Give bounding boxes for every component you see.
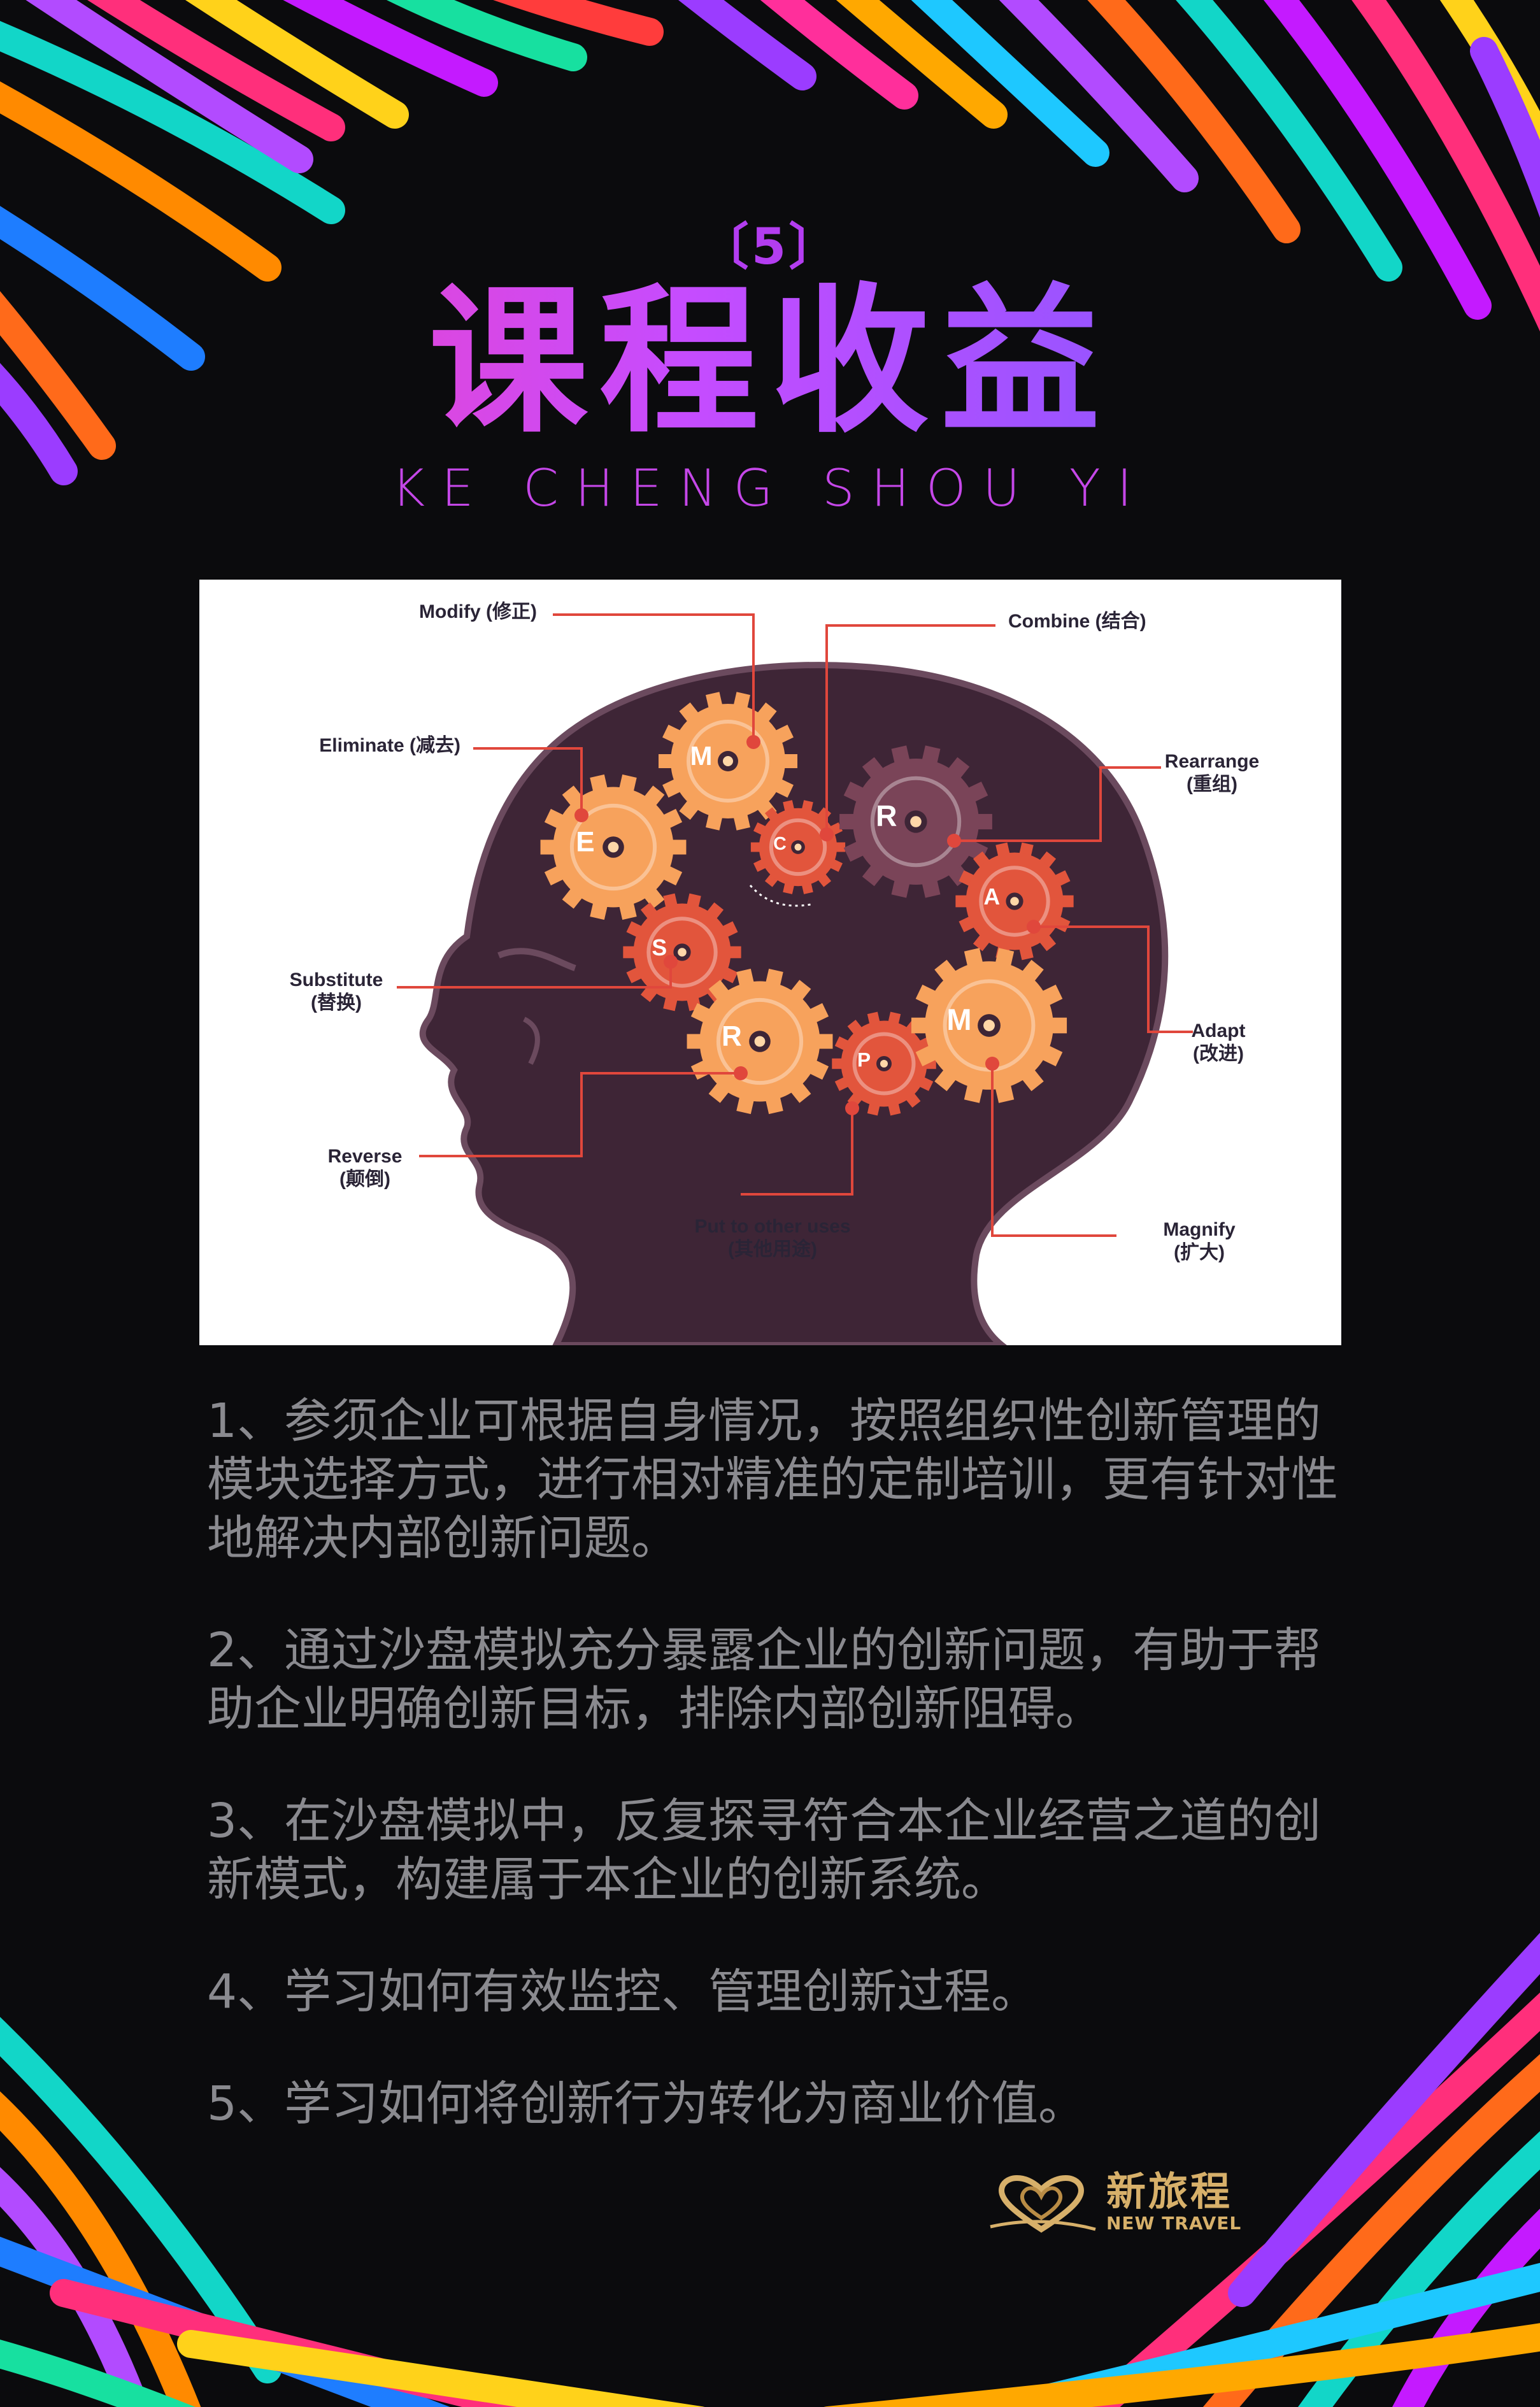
gear-letter: M [690, 741, 713, 771]
gear-letter: C [773, 834, 787, 854]
leader-line [553, 613, 755, 742]
gear-reverse: R [687, 968, 833, 1115]
gear-letter: P [857, 1048, 871, 1071]
gear-label: Reverse(颠倒) [328, 1146, 403, 1190]
leader-line [954, 766, 1161, 842]
page-subtitle-pinyin: KE CHENG SHOU YI [391, 459, 1149, 518]
gear-letter: A [983, 884, 1000, 910]
brand-logo: 新旅程 NEW TRAVEL [984, 2171, 1251, 2234]
gear-letter: E [576, 826, 594, 857]
leader-line [419, 1072, 741, 1157]
gear-modify: M [659, 692, 797, 831]
gear-letter: R [876, 799, 897, 832]
page-title: 课程收益 [0, 274, 1540, 449]
leader-line [397, 962, 672, 989]
gear-label: Substitute(替换) [290, 969, 383, 1013]
benefits-list: 1、参须企业可根据自身情况，按照组织性创新管理的模块选择方式，进行相对精准的定制… [207, 1392, 1341, 2187]
benefit-item-5: 5、学习如何将创新行为转化为商业价值。 [207, 2076, 1086, 2131]
gear-label: Magnify(扩大) [1163, 1219, 1236, 1263]
leader-line [741, 1108, 853, 1196]
gear-label: Adapt(改进) [1192, 1020, 1246, 1064]
gear-eliminate: E [540, 774, 687, 920]
logo-name-en: NEW TRAVEL [1106, 2213, 1242, 2234]
gear-magnify: M [911, 948, 1067, 1103]
gear-label: Modify (修正) [419, 601, 537, 622]
section-number-badge: 〔5〕 [699, 218, 841, 276]
scamper-head-diagram: M E C R A S R P M Modify (修正) Eliminate (减去) Combi… [199, 580, 1341, 1345]
gear-label: Eliminate (减去) [319, 735, 460, 756]
heart-swirl-logo-icon [990, 2175, 1096, 2233]
gear-combine: C [750, 800, 846, 894]
leader-line [825, 624, 995, 834]
leader-line [473, 747, 583, 815]
gear-letter: M [946, 1003, 971, 1036]
benefit-item-3: 3、在沙盘模拟中，反复探寻符合本企业经营之道的创新模式，构建属于本企业的创新系统… [207, 1794, 1322, 1907]
gear-label: Combine (结合) [1008, 610, 1146, 632]
gear-substitute: S [623, 893, 741, 1011]
leader-line [1034, 925, 1193, 1033]
gear-adapt: A [955, 842, 1074, 961]
gear-label: Put to other uses(其他用途) [694, 1216, 850, 1260]
benefit-item-1: 1、参须企业可根据自身情况，按照组织性创新管理的模块选择方式，进行相对精准的定制… [207, 1394, 1338, 1566]
gear-label: Rearrange(重组) [1165, 751, 1259, 795]
benefit-item-4: 4、学习如何有效监控、管理创新过程。 [207, 1964, 1039, 2019]
benefit-item-2: 2、通过沙盘模拟充分暴露企业的创新问题，有助于帮助企业明确创新目标，排除内部创新… [207, 1623, 1322, 1736]
gear-rearrange: R [839, 745, 992, 898]
leader-line [991, 1064, 1116, 1237]
gear-letter: S [652, 935, 667, 961]
gear-letter: R [722, 1020, 742, 1052]
logo-name-cn: 新旅程 [1106, 2168, 1233, 2215]
